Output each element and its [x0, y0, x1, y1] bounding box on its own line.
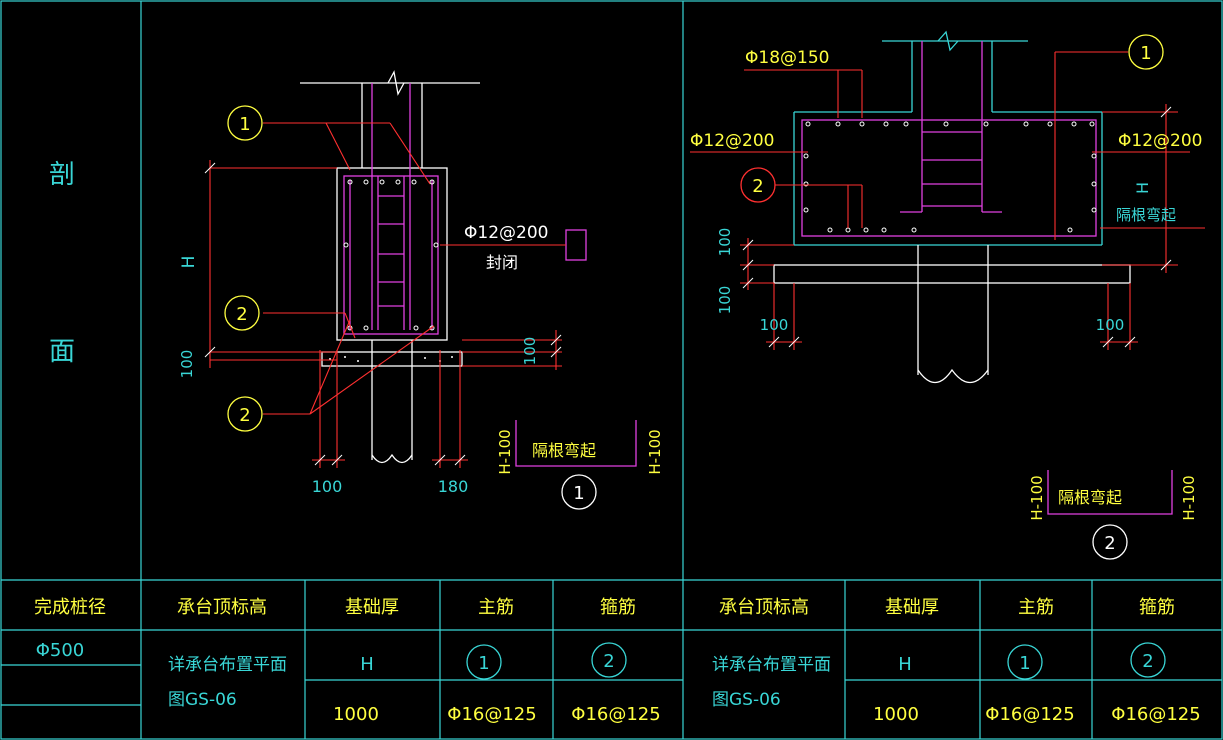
left-column-outline — [300, 70, 480, 464]
thick-val-1: 1000 — [333, 704, 379, 725]
right-side-left: Φ12@200 — [690, 131, 774, 151]
left-callout-1-label: 1 — [239, 114, 250, 135]
right-callout-1-label: 1 — [1140, 43, 1151, 64]
left-dim-100-left: 100 — [178, 350, 196, 379]
ref-2b: 图GS-06 — [712, 690, 781, 710]
left-rebar-note-2: 封闭 — [486, 253, 518, 272]
header-thick-2: 基础厚 — [885, 597, 939, 618]
right-dim-100-a: 100 — [716, 228, 734, 257]
left-rebar-note: Φ12@200 — [464, 223, 548, 243]
right-rebar-dots — [803, 121, 1097, 233]
stir-id-2: 2 — [1130, 642, 1166, 678]
right-pile — [773, 245, 1131, 384]
left-dim-bottom-100: 100 — [312, 477, 343, 496]
left-callout-2b-label: 2 — [239, 405, 250, 426]
main-id-2-label: 1 — [1019, 653, 1030, 674]
right-dim-100-b: 100 — [716, 286, 734, 315]
left-leaders — [209, 122, 566, 468]
stir-val-1: Φ16@125 — [571, 704, 660, 725]
left-dim-100-right: 100 — [521, 337, 539, 366]
right-dim-100-d: 100 — [1096, 316, 1125, 334]
stir-id-1: 2 — [591, 642, 627, 678]
header-stirrup-1: 箍筋 — [600, 597, 636, 618]
ref-2a: 详承台布置平面 — [712, 655, 831, 675]
right-top-rebar: Φ18@150 — [745, 48, 829, 68]
left-dim-ticks — [204, 162, 562, 466]
spec-table: 完成桩径 承台顶标高 基础厚 主筋 箍筋 承台顶标高 基础厚 主筋 箍筋 Φ50… — [34, 597, 1201, 725]
left-dim-h: H — [179, 256, 199, 269]
left-callout-1: 1 — [227, 105, 263, 141]
thick-val-2: 1000 — [873, 704, 919, 725]
main-val-1: Φ16@125 — [447, 704, 536, 725]
left-callout-2a: 2 — [224, 295, 260, 331]
header-top-elev-1: 承台顶标高 — [177, 597, 267, 618]
right-bar-shape-right: H-100 — [1180, 475, 1198, 520]
right-bend-note: 隔根弯起 — [1116, 206, 1176, 224]
stir-id-2-label: 2 — [1142, 651, 1153, 672]
main-val-2: Φ16@125 — [985, 704, 1074, 725]
h-1: H — [360, 654, 374, 675]
left-section-detail: 1 2 2 Φ12@200 封闭 H 100 100 100 180 H-100… — [178, 70, 664, 510]
section-label-top: 剖 — [49, 160, 75, 190]
left-rebar-dots — [343, 179, 439, 331]
right-bar-shape-note: 隔根弯起 — [1058, 488, 1122, 507]
right-dim-100-c: 100 — [760, 316, 789, 334]
stir-val-2: Φ16@125 — [1111, 704, 1200, 725]
right-callout-1: 1 — [1128, 34, 1164, 70]
left-dim-bottom-180: 180 — [438, 477, 469, 496]
header-thick-1: 基础厚 — [345, 597, 399, 618]
header-main-2: 主筋 — [1018, 597, 1054, 618]
right-rebar — [801, 41, 1097, 237]
left-callout-2a-label: 2 — [236, 304, 247, 325]
header-top-elev-2: 承台顶标高 — [719, 597, 809, 618]
right-callout-2: 2 — [740, 167, 776, 203]
left-callout-2b: 2 — [227, 396, 263, 432]
section-label-bottom: 面 — [49, 337, 75, 367]
ref-1a: 详承台布置平面 — [168, 655, 287, 675]
right-dim-ticks — [742, 106, 1172, 348]
left-bar-shape-right: H-100 — [646, 429, 664, 474]
main-id-1-label: 1 — [478, 653, 489, 674]
pile-value: Φ500 — [36, 640, 85, 661]
right-column-outline — [793, 30, 1103, 246]
right-bar-shape-left: H-100 — [1028, 475, 1046, 520]
main-id-1: 1 — [466, 644, 502, 680]
right-bar-shape-id: 2 — [1104, 533, 1115, 554]
right-dim-h: H — [1133, 182, 1152, 194]
ref-1b: 图GS-06 — [168, 690, 237, 710]
right-side-right: Φ12@200 — [1118, 131, 1202, 151]
right-section-detail: Φ18@150 Φ12@200 Φ12@200 H 隔根弯起 100 100 1… — [690, 30, 1205, 560]
header-pile: 完成桩径 — [34, 597, 106, 618]
left-bar-shape-id: 1 — [573, 483, 584, 504]
left-bar-shape: H-100 H-100 隔根弯起 1 — [496, 420, 664, 510]
h-2: H — [898, 654, 912, 675]
left-bar-shape-note: 隔根弯起 — [532, 441, 596, 460]
header-stirrup-2: 箍筋 — [1139, 597, 1175, 618]
right-callout-2-label: 2 — [752, 176, 763, 197]
left-bar-shape-left: H-100 — [496, 429, 514, 474]
right-bar-shape: H-100 H-100 隔根弯起 2 — [1028, 470, 1198, 560]
main-id-2: 1 — [1007, 644, 1043, 680]
stir-id-1-label: 2 — [603, 651, 614, 672]
right-leaders — [690, 51, 1205, 350]
left-rebar — [343, 83, 587, 335]
header-main-1: 主筋 — [478, 597, 514, 618]
